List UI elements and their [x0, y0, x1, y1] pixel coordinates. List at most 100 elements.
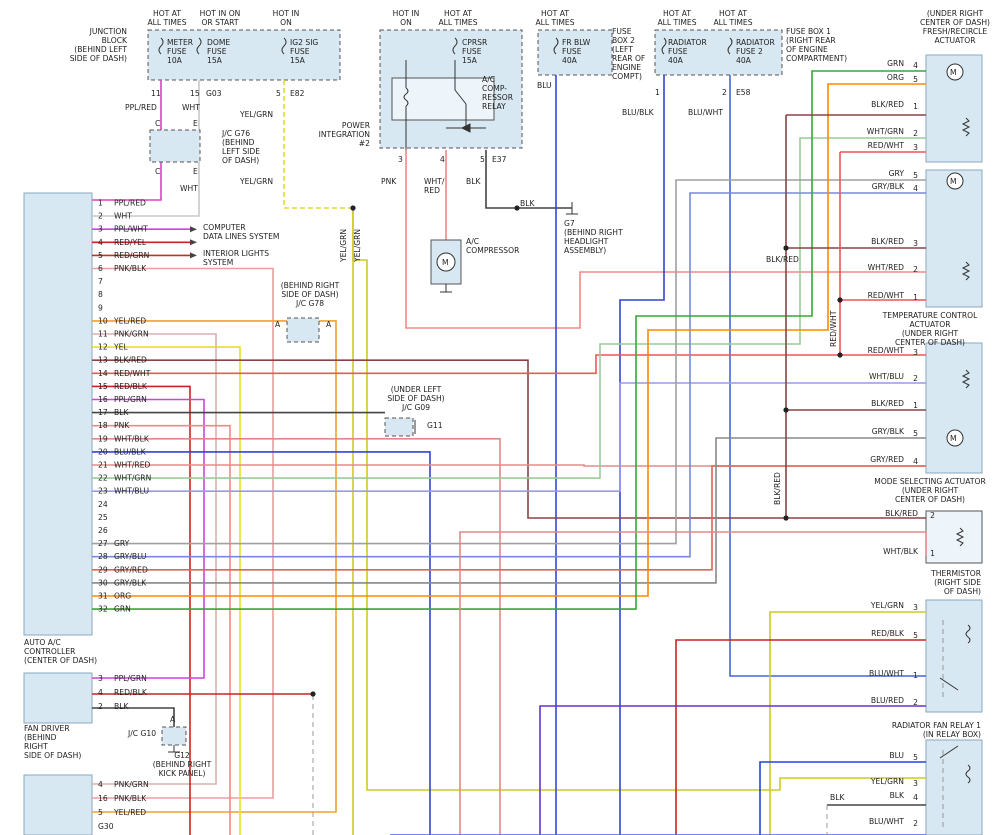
- bottom-pin-wire: YEL/RED: [113, 808, 146, 817]
- label: RADIATOR FAN RELAY 1(IN RELAY BOX): [892, 721, 981, 739]
- wire-ppl-red: [92, 80, 162, 201]
- auto-ac-controller-box: [23, 192, 93, 636]
- controller-pin-number: 27: [98, 539, 108, 548]
- splice-dot: [783, 407, 789, 413]
- mode-pin-wire: BLK/RED: [871, 399, 904, 408]
- label: WHT: [182, 103, 200, 112]
- wire-org: [92, 83, 926, 597]
- controller-pin-number: 31: [98, 592, 108, 601]
- controller-pin-wire: GRY: [114, 539, 130, 548]
- label: C: [155, 119, 160, 128]
- temp-pin-number: 4: [913, 184, 918, 193]
- controller-pin-wire: YEL/RED: [113, 316, 146, 325]
- therm-pin-number: 1: [930, 549, 935, 558]
- mode-pin-number: 4: [913, 457, 918, 466]
- wire-blu-wht: [729, 75, 926, 677]
- fan-driver-box: [23, 672, 93, 724]
- wire-gry-blk: [92, 437, 926, 584]
- controller-pin-wire: PPL/RED: [114, 199, 146, 208]
- fresh-pin-number: 4: [913, 61, 918, 70]
- label: BLU: [537, 81, 552, 90]
- controller-pin-number: 28: [98, 552, 108, 561]
- temp-pin-wire: GRY/BLK: [872, 182, 905, 191]
- actuator-m-labels: M M M: [950, 68, 957, 443]
- fan-driver-pin-wire: PPL/GRN: [114, 674, 147, 683]
- temp-pin-wire: WHT/RED: [868, 263, 904, 272]
- label: 11: [151, 89, 161, 98]
- splice-dot: [350, 205, 356, 211]
- bottom-pin-number: 5: [98, 808, 103, 817]
- temp-motor-m: M: [950, 177, 957, 186]
- label: 15: [190, 89, 200, 98]
- relay2-pin-number: 2: [913, 819, 918, 828]
- fresh-pin-number: 5: [913, 75, 918, 84]
- controller-pin-number: 15: [98, 382, 108, 391]
- radiator-fan-relay-1-box: [925, 599, 983, 713]
- jc-g10-box: [161, 726, 187, 746]
- splice-dots: [310, 205, 843, 697]
- controller-pin-wire: BLU/BLK: [114, 447, 147, 456]
- controller-pin-number: 2: [98, 212, 103, 221]
- controller-pin-number: 25: [98, 513, 108, 522]
- label: E: [193, 119, 198, 128]
- wire-fan-blk: [92, 707, 175, 727]
- wire-yel-red-b: [92, 320, 337, 813]
- fuse-box-2: [537, 29, 613, 76]
- label: WHT: [180, 184, 198, 193]
- mode-motor-m: M: [950, 434, 957, 443]
- label: BLU/WHT: [688, 108, 723, 117]
- fresh-motor-m: M: [950, 68, 957, 77]
- label: E82: [290, 89, 305, 98]
- mode-pin-wire: GRY/RED: [870, 455, 904, 464]
- relay1-pin-number: 3: [913, 603, 918, 612]
- controller-pin-wire: BLK/RED: [114, 356, 147, 365]
- controller-pin-number: 7: [98, 277, 103, 286]
- mode-pin-wire: WHT/BLU: [869, 372, 904, 381]
- label: BLK: [830, 793, 845, 802]
- fresh-pin-wire: WHT/GRN: [867, 127, 904, 136]
- label: G03: [206, 89, 222, 98]
- arrow-icon: [190, 226, 197, 233]
- relay1-pin-wire: RED/BLK: [871, 629, 905, 638]
- therm-pin-wire: BLK/RED: [885, 509, 918, 518]
- wire-grn: [92, 70, 926, 610]
- fan-driver-pin-number: 2: [98, 702, 103, 711]
- label: BLK/RED: [773, 472, 782, 505]
- controller-pin-wire: WHT/GRN: [114, 474, 151, 483]
- controller-pin-wire: WHT/RED: [114, 461, 150, 470]
- label: C: [155, 167, 160, 176]
- ground-symbols: [168, 202, 578, 753]
- controller-pin-wire: WHT/BLU: [114, 487, 149, 496]
- controller-pin-number: 3: [98, 225, 103, 234]
- relay1-pin-number: 5: [913, 631, 918, 640]
- relay2-pin-wire: BLU/WHT: [869, 817, 904, 826]
- fan-driver-pin-wire: BLK: [114, 702, 129, 711]
- label: E: [193, 167, 198, 176]
- controller-pin-number: 23: [98, 487, 108, 496]
- label: E58: [736, 88, 751, 97]
- wire-gry: [92, 179, 926, 545]
- label: 5: [480, 155, 485, 164]
- wire-pnk-blk: [92, 267, 274, 799]
- controller-pin-number: 24: [98, 500, 108, 509]
- label: BLK: [520, 199, 535, 208]
- jc-g76-box: [149, 129, 201, 163]
- fuse-box-1: [654, 29, 783, 76]
- wire-yel: [92, 346, 241, 835]
- controller-pin-wire: ORG: [114, 592, 131, 601]
- controller-pin-number: 21: [98, 461, 108, 470]
- bottom-pin-wire: PNK/BLK: [114, 794, 147, 803]
- controller-pin-wire: GRY/RED: [114, 565, 148, 574]
